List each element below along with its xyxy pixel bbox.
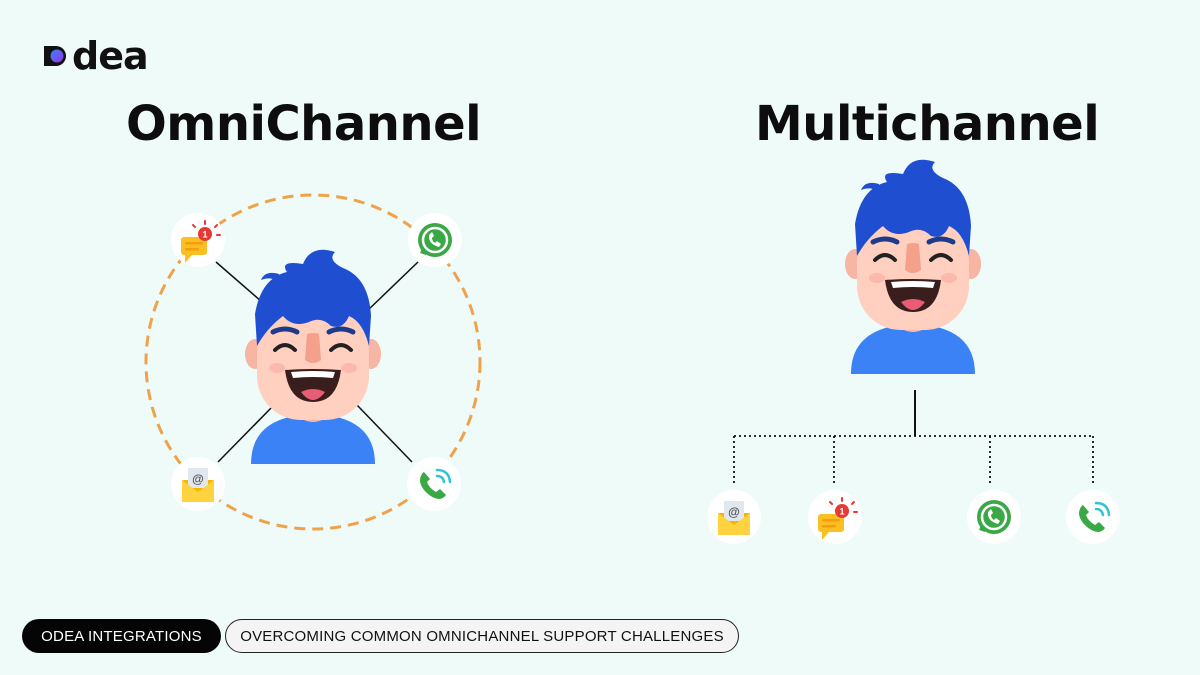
multichannel-heading: Multichannel [755,96,1100,152]
email-icon [171,457,225,511]
omnichannel-connectors [215,261,419,463]
odea-logo: dea [42,34,149,78]
whatsapp-icon [967,490,1021,544]
logo-mark-icon [42,42,70,70]
phone-icon [1066,490,1120,544]
omnichannel-heading: OmniChannel [126,96,482,152]
category-tag[interactable]: ODEA INTEGRATIONS [22,619,221,653]
agent-avatar-multichannel [845,160,981,374]
email-icon [707,490,761,544]
chat-notification-icon [171,213,225,267]
agent-avatar-omnichannel [245,250,381,464]
logo-text: dea [72,34,149,78]
multichannel-tree [733,390,1094,484]
whatsapp-icon [408,213,462,267]
chat-notification-icon [808,490,862,544]
phone-icon [407,457,461,511]
channels-diagram: 1 @ [144,0,1120,544]
omnichannel-ring [144,193,482,531]
article-title-tag[interactable]: OVERCOMING COMMON OMNICHANNEL SUPPORT CH… [225,619,739,653]
